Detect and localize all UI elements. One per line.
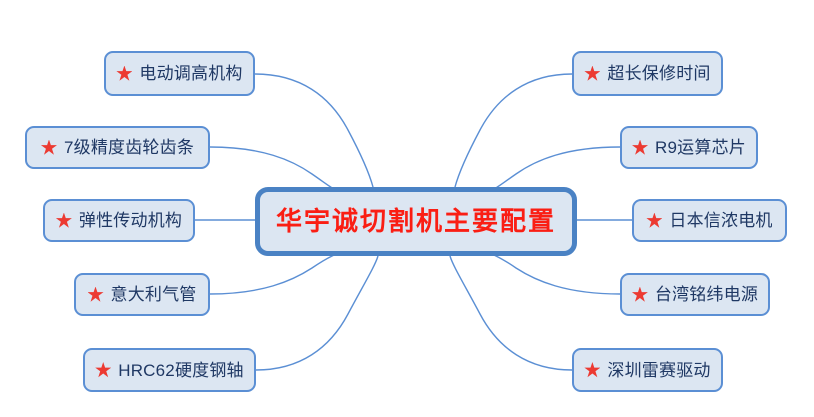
branch-label: 弹性传动机构 <box>78 211 183 230</box>
branch-label: HRC62硬度钢轴 <box>118 360 244 380</box>
star-icon <box>584 65 601 81</box>
branch-label: 7级精度齿轮齿条 <box>63 138 195 157</box>
star-icon <box>584 362 601 378</box>
branch-label: 电动调高机构 <box>139 64 243 83</box>
branch-node-right-3[interactable]: 日本信浓电机 <box>632 199 787 242</box>
branch-label: 超长保修时间 <box>607 64 711 83</box>
star-icon <box>87 286 104 302</box>
branch-label: R9运算芯片 <box>655 138 746 157</box>
connector-right-5 <box>449 255 573 371</box>
star-icon <box>95 362 112 378</box>
branch-label: 意大利气管 <box>110 285 197 304</box>
connector-left-1 <box>254 73 374 188</box>
star-icon <box>116 65 133 81</box>
center-node[interactable]: 华宇诚切割机主要配置 <box>255 187 577 256</box>
branch-node-left-1[interactable]: 电动调高机构 <box>104 51 255 96</box>
branch-node-left-5[interactable]: HRC62硬度钢轴 <box>83 348 256 392</box>
star-icon <box>632 139 649 155</box>
branch-label: 深圳雷赛驱动 <box>607 360 711 380</box>
connector-right-2 <box>493 146 621 190</box>
connector-right-4 <box>493 254 621 295</box>
branch-node-right-4[interactable]: 台湾铭纬电源 <box>620 273 770 316</box>
branch-label: 日本信浓电机 <box>669 211 773 230</box>
branch-node-right-2[interactable]: R9运算芯片 <box>620 126 758 169</box>
branch-node-left-4[interactable]: 意大利气管 <box>74 273 210 316</box>
connector-left-2 <box>209 146 335 190</box>
connector-right-1 <box>454 73 573 188</box>
star-icon <box>40 139 57 155</box>
branch-node-left-3[interactable]: 弹性传动机构 <box>43 199 195 242</box>
branch-node-left-2[interactable]: 7级精度齿轮齿条 <box>25 126 210 169</box>
branch-node-right-1[interactable]: 超长保修时间 <box>572 51 723 96</box>
star-icon <box>646 212 663 228</box>
branch-node-right-5[interactable]: 深圳雷赛驱动 <box>572 348 723 392</box>
connector-left-5 <box>255 255 379 371</box>
branch-label: 台湾铭纬电源 <box>654 285 759 304</box>
center-node-label: 华宇诚切割机主要配置 <box>275 206 556 236</box>
star-icon <box>631 286 648 302</box>
star-icon <box>55 212 72 228</box>
connector-left-4 <box>209 254 335 295</box>
